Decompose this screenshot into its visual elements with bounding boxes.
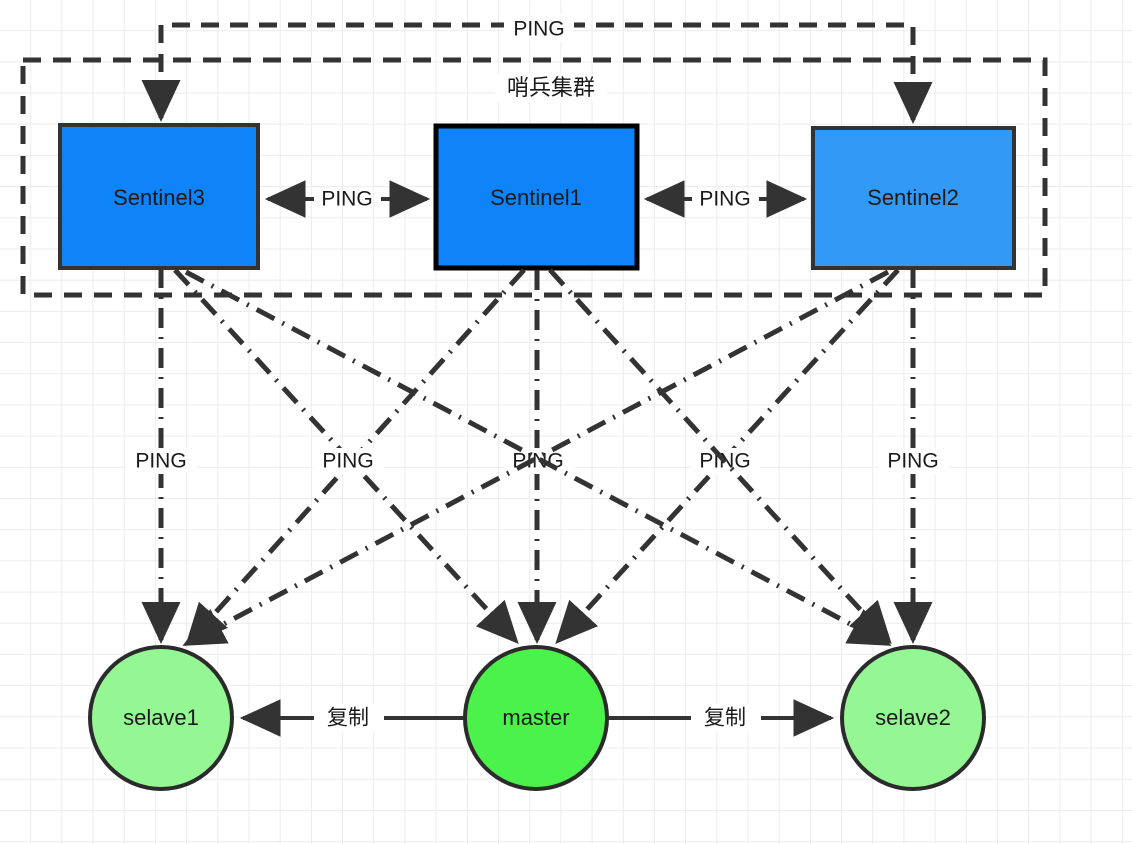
ping-top-label-backdrop: [504, 15, 574, 41]
edge-label-ping-s2-slave2: PING: [887, 450, 938, 473]
master-circle[interactable]: [463, 645, 609, 791]
edge-ping-sentinel2-master: PING: [555, 268, 900, 644]
master-label: master: [502, 705, 569, 730]
edge-ping-sentinel1-slave2: [548, 268, 892, 644]
replicate-right-label-backdrop: [691, 704, 761, 732]
edge-label-replicate-slave2: 复制: [704, 707, 746, 730]
group-label-backdrop: [495, 74, 607, 102]
slave1-label: selave1: [123, 705, 199, 730]
node-sentinel1[interactable]: Sentinel1: [433, 123, 640, 271]
sentinel2-label: Sentinel2: [867, 185, 959, 210]
slave2-circle[interactable]: [840, 645, 986, 791]
edge-ping-sentinel2-slave2: PING: [879, 268, 949, 645]
node-slave2[interactable]: selave2: [840, 645, 986, 791]
node-slave1[interactable]: selave1: [88, 645, 234, 791]
ping-s1-slave2-line: [548, 268, 892, 644]
node-master[interactable]: master: [463, 645, 609, 791]
edge-replicate-master-slave1: 复制: [239, 699, 465, 737]
edge-label-ping-s3-s1: PING: [321, 188, 372, 211]
edge-ping-top: PING: [141, 15, 933, 125]
slave1-circle[interactable]: [88, 645, 234, 791]
ping-top-route-right: [538, 22, 933, 125]
edge-ping-sentinel3-slave1: PING: [127, 268, 197, 645]
edge-label-ping-s3-slave1: PING: [135, 450, 186, 473]
sentinel-cluster-group: 哨兵集群: [20, 57, 1048, 298]
edge-label-ping-s1-s2: PING: [699, 188, 750, 211]
edge-label-ping-top: PING: [513, 18, 564, 41]
slave2-label: selave2: [875, 705, 951, 730]
edge-ping-sentinel2-slave1: [182, 269, 890, 647]
edge-ping-sentinel1-sentinel2: PING: [643, 180, 808, 218]
ping-top-route-left: [141, 22, 538, 123]
ping-s3-slave2-line: [184, 269, 892, 647]
sentinel-cluster-label: 哨兵集群: [507, 75, 595, 100]
edge-label-ping-s1-slave1: PING: [322, 450, 373, 473]
edge-ping-sentinel3-master: PING: [173, 268, 519, 644]
ping-s2-slave1-line: [182, 269, 890, 647]
ping-s2-slave2-label-backdrop: [879, 448, 949, 474]
sentinel1-label: Sentinel1: [490, 185, 582, 210]
node-sentinel3[interactable]: Sentinel3: [58, 123, 260, 270]
ping-s3-master-label-backdrop: [314, 448, 384, 474]
edge-label-replicate-slave1: 复制: [327, 707, 369, 730]
ping-s3-slave1-label-backdrop: [127, 448, 197, 474]
edge-ping-sentinel1-master: PING: [504, 270, 574, 645]
sentinel3-label: Sentinel3: [113, 185, 205, 210]
sentinel1-box[interactable]: [433, 123, 640, 271]
sentinel-cluster-boundary: [20, 57, 1048, 298]
edge-ping-sentinel3-sentinel1: PING: [264, 180, 431, 218]
node-sentinel2[interactable]: Sentinel2: [811, 126, 1016, 270]
edge-ping-sentinel3-slave2: [184, 269, 892, 647]
edge-replicate-master-slave2: 复制: [607, 699, 835, 737]
replicate-left-label-backdrop: [314, 704, 384, 732]
